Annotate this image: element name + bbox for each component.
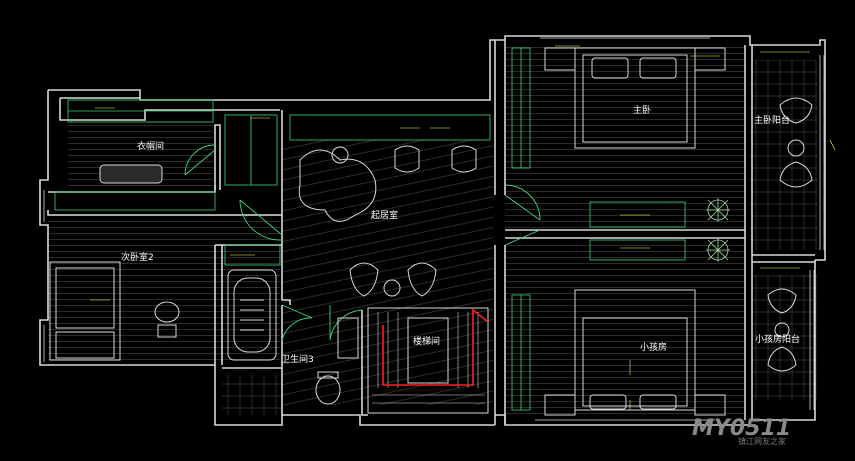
windows	[39, 37, 825, 421]
stairwell	[367, 307, 489, 414]
stair-direction-arrow	[382, 308, 489, 386]
cabinets	[54, 47, 531, 411]
watermark-sub: 镇江网友之家	[738, 436, 786, 446]
label-living: 起居室	[371, 209, 398, 221]
doors	[184, 144, 541, 341]
beds	[49, 47, 726, 416]
label-master-balcony: 主卧阳台	[754, 114, 790, 126]
walls	[39, 35, 826, 426]
label-stairwell: 楼梯间	[413, 335, 440, 347]
label-master-bedroom: 主卧	[633, 104, 651, 116]
tv-cabinets	[589, 201, 686, 261]
room-labels: 衣帽间 起居室 次卧室2 主卧 主卧阳台 卫生间3 楼梯间 小孩房 小孩房阳台	[121, 104, 800, 365]
plants	[706, 198, 730, 262]
seating	[331, 97, 813, 372]
site-watermark: MY0511 镇江网友之家	[692, 416, 791, 446]
label-kids-room: 小孩房	[640, 341, 667, 353]
sanitary-fixtures	[99, 164, 359, 405]
label-cloakroom: 衣帽间	[137, 140, 164, 152]
dimension-marks	[90, 45, 836, 410]
living-rug	[298, 149, 377, 222]
label-bedroom2: 次卧室2	[121, 251, 154, 263]
label-bathroom: 卫生间3	[281, 353, 314, 365]
label-kids-balcony: 小孩房阳台	[755, 333, 800, 345]
watermark-main: MY0511	[692, 416, 791, 441]
